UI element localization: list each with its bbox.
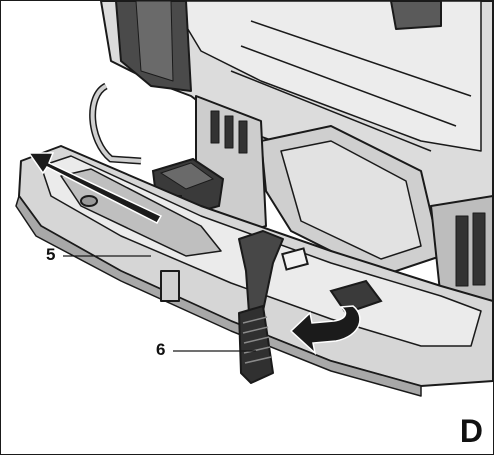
callout-number-6: 6 [156,340,166,359]
saw-housing [100,1,493,307]
direction-arrow-icon [27,152,163,224]
callout-number-5: 5 [46,245,56,264]
blade-guide [281,247,383,315]
callout-leaders [63,255,256,352]
front-guard [89,82,142,165]
bevel-lever [238,230,284,384]
curved-arrow-icon [289,305,361,356]
panel-label: D [459,413,483,449]
